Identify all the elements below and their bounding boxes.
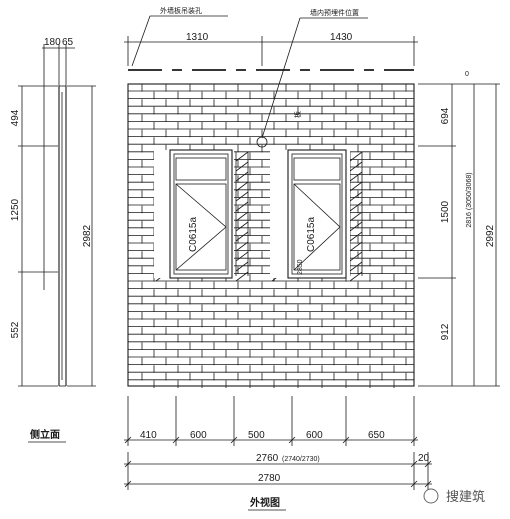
hatch-line [349,261,363,272]
top-note-right: 墙内预埋件位置 [310,8,359,17]
hatch-line [235,211,249,222]
dim-label: 912 [440,323,451,340]
hatch-line [349,211,363,222]
dim-label: 2992 [485,224,496,247]
dim-label: 650 [368,430,385,441]
dim-tick [410,436,418,444]
wechat-icon [423,488,439,504]
window-tag: C0615a [306,217,317,252]
note-leader-left [131,15,151,67]
dim-tick [288,436,296,444]
window-tag: C0615a [188,217,199,252]
dim-tick [424,460,432,468]
hatch-line [235,231,249,242]
window-opening-mark [293,183,341,271]
window-opening [154,150,234,278]
dim-label: 65 [62,37,74,48]
dim-label: 1430 [330,32,353,43]
hatch-line [349,161,363,172]
dim-label: 600 [306,430,323,441]
window-inner-frame [173,153,229,275]
dim-tick [424,480,432,488]
window-opening-mark [175,183,227,271]
dim-label: 2982 [82,224,93,247]
hatch-line [235,221,249,232]
note-leader-right [261,17,301,139]
window-frame [287,149,347,279]
hatch-line [349,201,363,212]
dim-tick [342,436,350,444]
slab-tag: 板 [293,111,302,118]
watermark-text: 搜建筑 [446,489,485,504]
dim-label: 694 [440,107,451,124]
hatch-line [349,191,363,202]
hatch-line [235,241,249,252]
window-upper-pane [293,157,341,181]
dim-tick [124,460,132,468]
window-inner-frame [291,153,343,275]
hatch-line [235,161,249,172]
hatch-line [349,151,363,162]
hatch-line [349,231,363,242]
dim-label: 1310 [186,32,209,43]
front-elevation: 外墙板吊装孔 墙内预埋件位置 1310 1430 C0615a [124,6,500,511]
window-opening [270,150,350,278]
dim-label: 20 [418,453,430,464]
dim-label: 410 [140,430,157,441]
hatch-line [235,201,249,212]
dim-tick [410,480,418,488]
dim-label: 600 [190,430,207,441]
dim-label: 1500 [440,200,451,223]
side-elevation: 180 65 494 1250 552 2982 侧立面 [10,37,96,443]
watermark: 搜建筑 [423,488,485,504]
bottom-dim-ticks [124,396,432,490]
dim-tick [410,460,418,468]
hatch-line [349,171,363,182]
dim-label: 1250 [10,198,21,221]
hatch-line [235,171,249,182]
window-frame [169,149,233,279]
dim-label: 2816 (3050/3068) [466,172,473,227]
dim-tick [172,436,180,444]
dim-label: 494 [10,109,21,126]
dim-tick [230,436,238,444]
dim-label: 2780 [258,473,281,484]
hatch-line [349,251,363,262]
hatch-line [349,241,363,252]
window-right: C0615a 2850 [270,149,350,279]
top-note-left: 外墙板吊装孔 [160,6,202,15]
hatch-line [349,221,363,232]
zero-mark: 0 [465,71,469,78]
dim-label: 500 [248,430,265,441]
dim-label: 2760 [256,453,279,464]
window-upper-pane [175,157,227,181]
hatch-line [349,271,363,282]
dim-label: 552 [10,321,21,338]
hatch-line [235,191,249,202]
side-view-title: 侧立面 [30,428,60,441]
hatch-line [235,261,249,272]
hatch-line [235,271,249,282]
hatch-line [235,251,249,262]
front-view-title: 外视图 [249,496,280,509]
dim-label: 180 [44,37,61,48]
dim-tick [124,436,132,444]
dim-tick [124,480,132,488]
hatch-line [235,181,249,192]
hatch-line [349,181,363,192]
dim-note: (2740/2730) [282,456,320,463]
hatch-line [235,151,249,162]
side-tag: 2850 [297,259,304,275]
window-left: C0615a [154,149,234,279]
